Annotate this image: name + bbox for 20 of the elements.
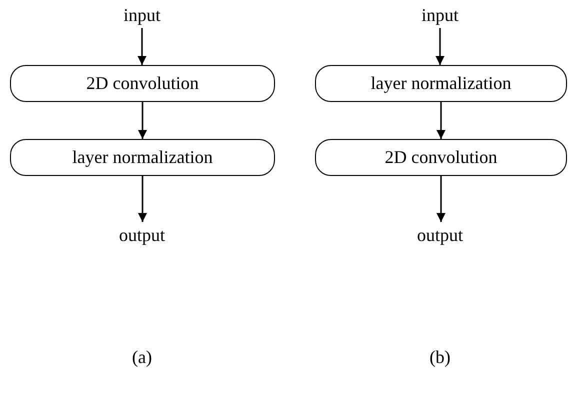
process-box [315, 139, 567, 176]
arrow [138, 102, 147, 139]
arrow [436, 102, 446, 139]
node-text: layer normalization [72, 147, 213, 168]
panel-label: (b) [430, 347, 450, 368]
process-box [10, 65, 275, 102]
arrow [436, 28, 444, 65]
process-box [10, 139, 275, 176]
io-label: input [123, 4, 160, 26]
io-label: input [421, 4, 458, 26]
process-box [315, 65, 567, 102]
panel-label: (a) [132, 347, 152, 368]
arrow [138, 176, 147, 222]
io-label: output [416, 224, 463, 246]
arrow [138, 28, 146, 65]
arrow [436, 176, 446, 222]
node-text: layer normalization [370, 73, 512, 94]
node-text: 2D convolution [384, 147, 498, 168]
io-label: output [118, 224, 165, 246]
node-text: 2D convolution [86, 73, 199, 94]
